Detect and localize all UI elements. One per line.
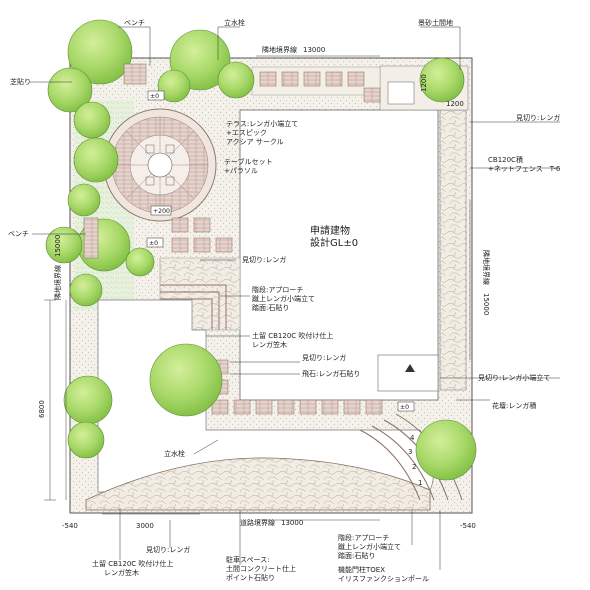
bench-left xyxy=(83,217,99,259)
trees xyxy=(45,19,477,481)
gate-triangle-icon xyxy=(405,364,415,372)
gate-box xyxy=(377,354,439,392)
label-stairs-bottom-3: 踏面:石貼り xyxy=(338,551,375,560)
step-3: 3 xyxy=(408,448,412,456)
leader-lines xyxy=(30,26,560,570)
label-lawn: 芝貼り xyxy=(10,77,31,86)
label-neighbor-right: 隣地境界線15000 xyxy=(482,250,491,315)
dimension-lines xyxy=(44,55,471,521)
label-faucet-bottom: 立水栓 xyxy=(164,449,185,458)
label-bench-left: ベンチ xyxy=(8,230,29,238)
label-parking-2: 土間コンクリート仕上 xyxy=(226,564,296,573)
bench-top xyxy=(123,63,147,85)
label-faucet-top: 立水栓 xyxy=(224,18,245,27)
label-stairs-bottom-1: 階段:アプローチ xyxy=(338,533,389,542)
label-planter: 花壇:レンガ積 xyxy=(492,401,536,410)
stair-brick-lines xyxy=(160,284,227,330)
label-stairs-3: 踏面:石貼り xyxy=(252,303,289,312)
label-table-2: +パラソル xyxy=(224,167,258,175)
label-parking-3: ポイント石貼り xyxy=(226,573,275,582)
label-edge-brick-bottom: 見切り:レンガ xyxy=(146,545,190,554)
label-stairs-1: 階段:アプローチ xyxy=(252,285,303,294)
label-gate-1: 機能門柱TOEX xyxy=(338,565,385,574)
label-bench-top: ベンチ xyxy=(124,19,145,27)
label-retaining-2: レンガ笠木 xyxy=(252,340,287,349)
label-building-1: 申請建物 xyxy=(310,224,350,237)
level-top: ±0 xyxy=(150,93,159,100)
label-edge-brick-mid: 見切り:レンガ xyxy=(242,255,286,264)
label-fence-2: +ネットフェンス T-6 xyxy=(488,165,561,173)
label-table-1: テーブルセット xyxy=(224,157,273,166)
dim-540-right: -540 xyxy=(460,522,476,530)
level-left: ±0 xyxy=(149,240,158,247)
label-stepping-stone: 飛石:レンガ石貼り xyxy=(302,369,360,378)
dim-6800: 6800 xyxy=(38,400,46,418)
step-4: 4 xyxy=(410,434,415,442)
level-markers xyxy=(146,90,415,412)
dim-1200b: 1200 xyxy=(446,100,464,108)
right-fence-strip xyxy=(439,109,467,391)
label-stairs-2: 蹴上レンガ小端立て xyxy=(252,294,315,303)
label-decor-sand: 景砂土間地 xyxy=(418,18,453,27)
label-retaining-1: 土留 CB120C 吹付け仕上 xyxy=(252,331,333,340)
label-edge-brick-standing: 見切り:レンガ小端立て xyxy=(478,373,550,382)
level-bottom: ±0 xyxy=(400,404,409,411)
dim-3000: 3000 xyxy=(136,522,154,530)
terrace-circle xyxy=(103,108,217,222)
label-neighbor-left: 隣地境界線15000 xyxy=(53,235,62,300)
label-edge-brick-right: 見切り:レンガ xyxy=(516,113,560,122)
dim-540-left: -540 xyxy=(62,522,78,530)
label-building-2: 設計GL±0 xyxy=(310,236,358,249)
label-gate-2: イリスファンクションポール xyxy=(338,575,429,583)
label-retaining-bottom-2: レンガ笠木 xyxy=(104,568,139,577)
label-fence-1: CB120C積 xyxy=(488,155,523,164)
label-edge-brick-mid2: 見切り:レンガ xyxy=(302,353,346,362)
decor-sand-box xyxy=(387,81,415,105)
step-1: 1 xyxy=(418,479,422,487)
label-terrace-1: テラス:レンガ小端立て xyxy=(226,119,298,128)
step-2: 2 xyxy=(412,463,416,471)
dim-1200a: 1200 xyxy=(420,74,428,92)
building xyxy=(239,109,439,401)
label-stairs-bottom-2: 蹴上レンガ小端立て xyxy=(338,542,401,551)
label-terrace-2: +エスピック xyxy=(226,129,267,137)
level-200: +200 xyxy=(153,208,170,215)
label-terrace-3: アクシア サークル xyxy=(226,138,284,146)
label-retaining-bottom-1: 土留 CB120C 吹付け仕上 xyxy=(92,559,173,568)
label-parking-1: 駐車スペース: xyxy=(226,555,270,564)
